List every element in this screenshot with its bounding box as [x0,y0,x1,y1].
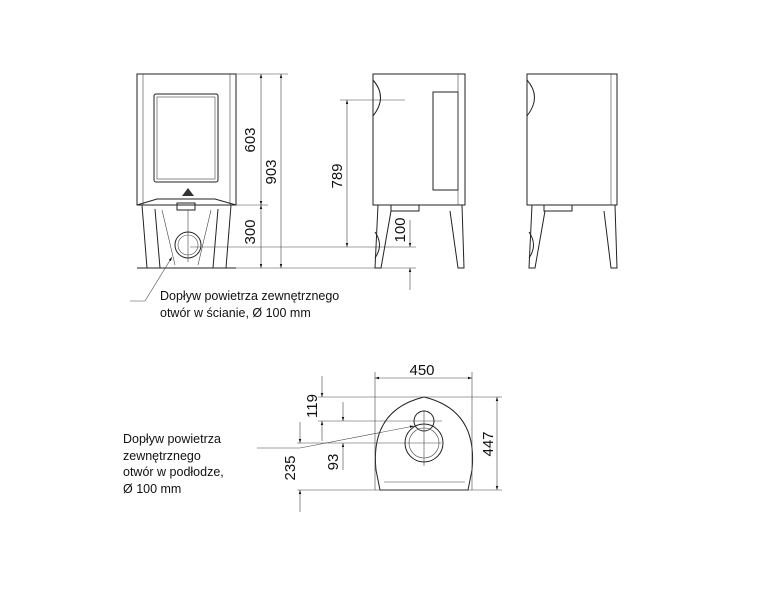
dim-100: 100 [392,217,409,242]
dim-603: 603 [242,127,259,152]
floor-note-line4: Ø 100 mm [123,481,182,496]
floor-note-line1: Dopływ powietrza [123,432,221,446]
side-view-right [526,73,618,269]
door-glass [153,93,219,183]
dim-450: 450 [409,362,434,379]
front-view [136,73,237,269]
floor-note-line2: zewnętrznego [123,448,201,463]
dim-93: 93 [325,454,342,471]
floor-note-line3: otwór w podłodze, [123,465,224,479]
top-dimensions: 450 447 119 93 235 [257,362,502,512]
wall-note-line1: Dopływ powietrza zewnętrznego [160,289,340,303]
wall-inlet-hole [174,231,202,259]
dim-447: 447 [480,431,497,456]
floor-inlet-note: Dopływ powietrza zewnętrznego otwór w po… [123,431,224,497]
dim-119: 119 [304,394,321,418]
top-view [374,396,474,491]
dim-903: 903 [263,159,280,184]
logo-icon [182,188,194,196]
dim-235: 235 [282,455,299,480]
front-dimensions: 603 903 300 789 100 [130,73,416,302]
dim-789: 789 [329,163,346,188]
dim-300: 300 [242,219,259,244]
side-view-left [372,73,466,269]
wall-note-line2: otwór w ścianie, Ø 100 mm [160,305,311,320]
wall-inlet-note: Dopływ powietrza zewnętrznego otwór w śc… [160,288,339,321]
